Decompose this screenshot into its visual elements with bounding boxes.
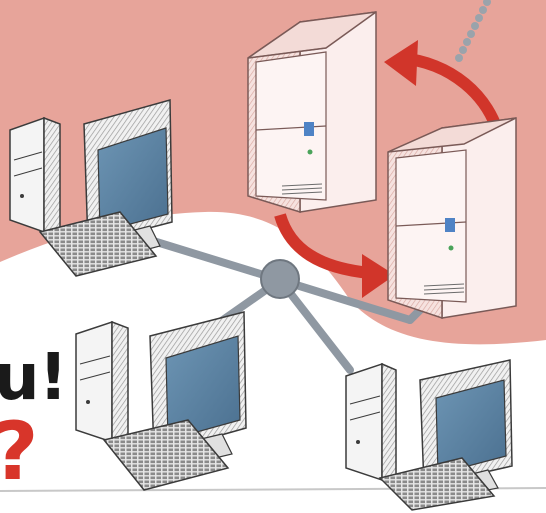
server-bottom [388,118,516,318]
headline-line-1: u! [0,346,67,410]
network-hub-icon [261,260,299,298]
headline-line-2: ? [0,412,38,492]
